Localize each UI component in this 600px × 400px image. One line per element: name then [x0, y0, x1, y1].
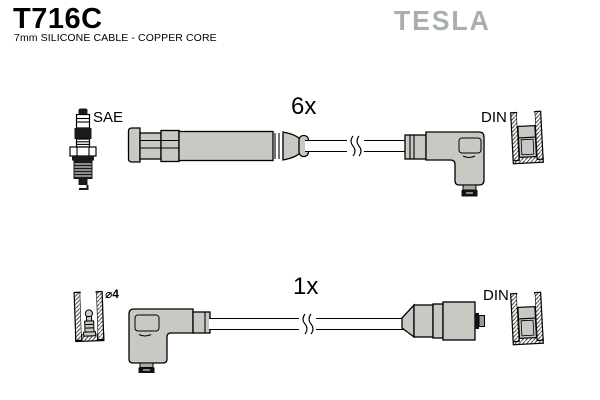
cable-bottom [209, 313, 405, 335]
quantity-label-bottom: 1x [293, 273, 319, 300]
quantity-label-top: 6x [291, 93, 317, 120]
elbow-boot-icon [128, 308, 211, 373]
spark-plug-icon [69, 108, 97, 190]
din-label-top: DIN [481, 109, 507, 126]
straight-boot-icon [127, 127, 311, 163]
din-label-bottom: DIN [483, 287, 509, 304]
straight-plug-icon [401, 301, 485, 341]
cable-top [305, 135, 409, 157]
part-number: T716C [13, 3, 103, 35]
cable-description: 7mm SILICONE CABLE - COPPER CORE [14, 32, 217, 44]
sae-label: SAE [93, 109, 124, 126]
diameter-label: ⌀4 [105, 287, 119, 301]
elbow-boot-icon [404, 131, 485, 197]
cable-break-icon [347, 135, 364, 157]
din-socket-section-icon [510, 291, 544, 346]
tesla-logo: TESLA [394, 5, 491, 36]
terminal-socket-section-icon [73, 290, 105, 343]
cable-break-icon [299, 313, 316, 335]
din-socket-section-icon [510, 110, 544, 165]
